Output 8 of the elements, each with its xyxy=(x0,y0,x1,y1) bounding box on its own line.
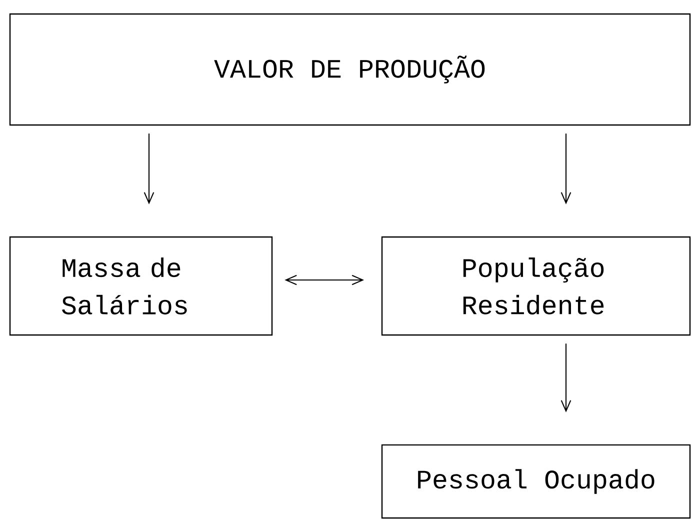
process-box: Pessoal Ocupado xyxy=(381,444,691,519)
process-box: Massa de Salários xyxy=(9,236,273,336)
process-box: VALOR DE PRODUÇÃO xyxy=(9,13,691,126)
arrow xyxy=(560,344,572,412)
arrow xyxy=(144,134,154,204)
process-box: População Residente xyxy=(381,236,691,336)
arrow xyxy=(560,134,572,204)
arrow xyxy=(284,274,364,286)
